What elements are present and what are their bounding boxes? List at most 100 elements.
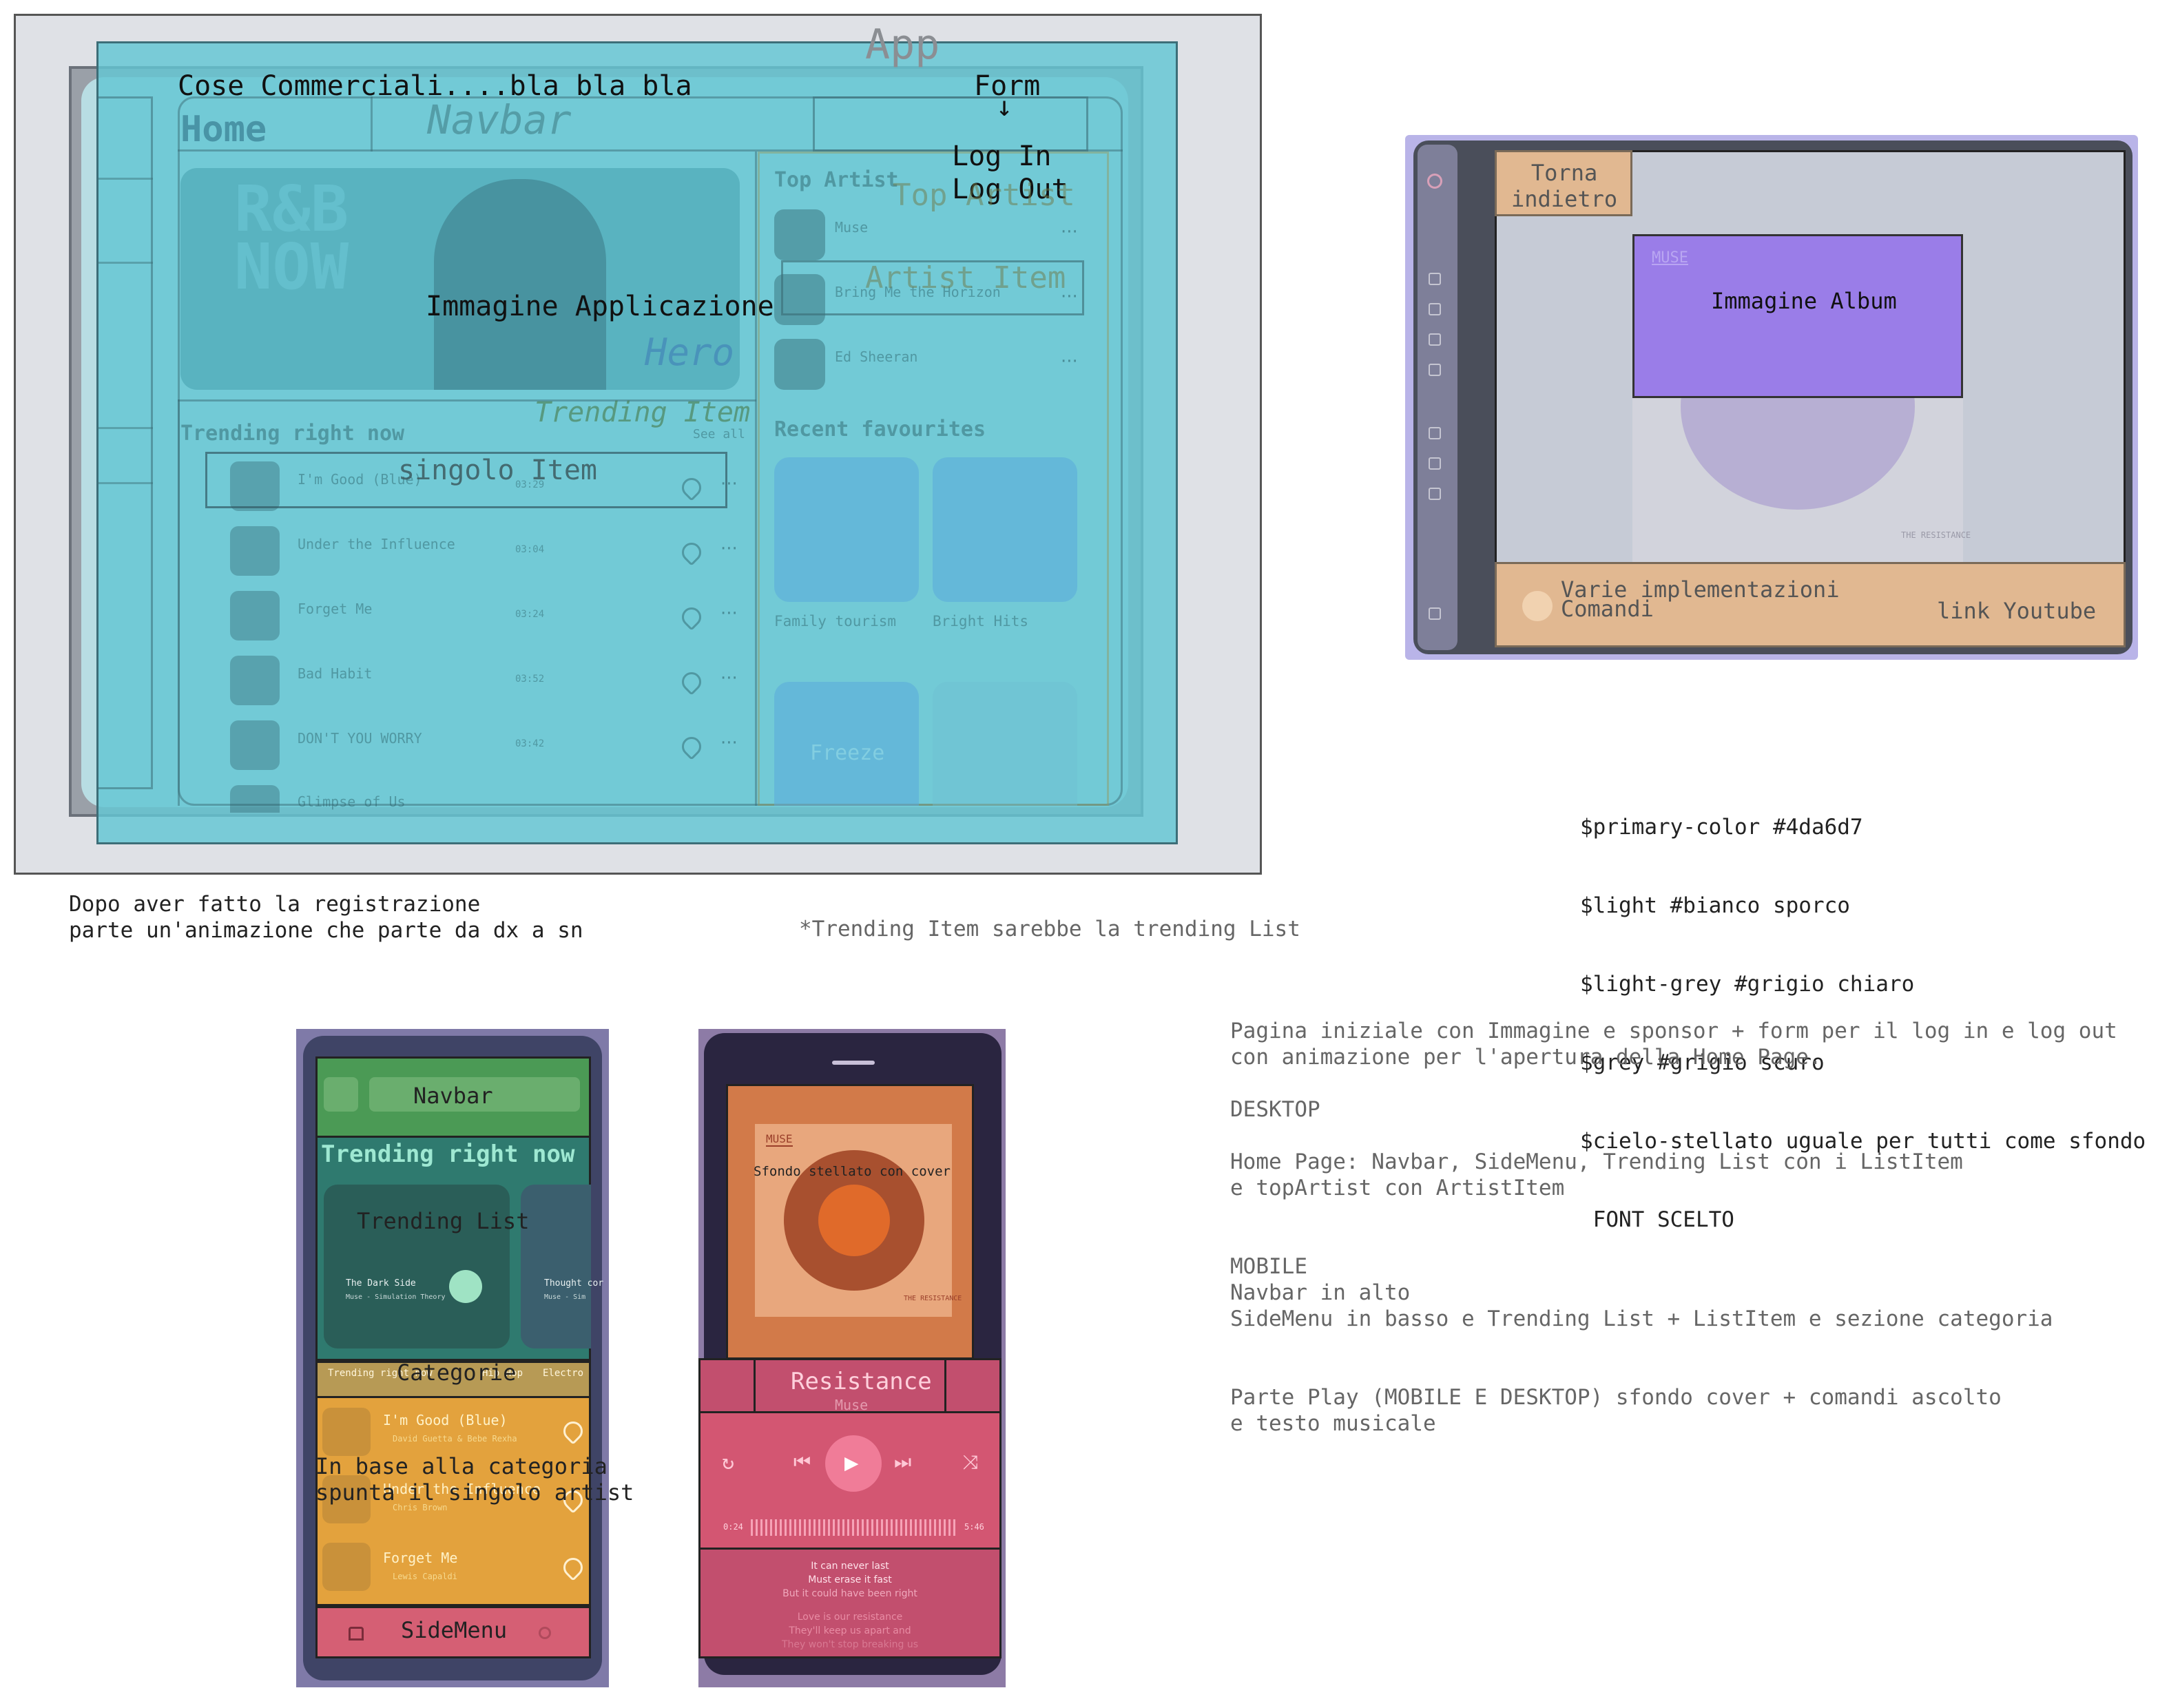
variable-line: FONT SCELTO (1580, 1207, 1734, 1232)
artist-thumb (774, 339, 825, 390)
repeat-icon[interactable]: ↻ (722, 1450, 735, 1475)
lyric-line: Love is our resistance (797, 1612, 903, 1623)
track-title: Bad Habit (298, 665, 373, 682)
record-icon[interactable] (1427, 174, 1442, 189)
link-youtube-label[interactable]: link Youtube (1937, 598, 2097, 624)
folder-icon[interactable] (1429, 488, 1441, 500)
recent-card[interactable] (933, 457, 1077, 602)
track-thumb (230, 720, 280, 770)
waveform-slider[interactable] (751, 1519, 957, 1536)
card-subtitle: Muse - Sim (544, 1293, 586, 1301)
form-label: Form (974, 70, 1041, 102)
track-title: Under the Influence (298, 536, 455, 552)
star-icon[interactable] (1429, 457, 1441, 470)
music-icon[interactable] (1429, 303, 1441, 315)
note-home-page: Home Page: Navbar, SideMenu, Trending Li… (1230, 1149, 1963, 1200)
card-subtitle: Muse - Simulation Theory (346, 1293, 446, 1301)
trending-left-border (178, 399, 180, 806)
user-icon[interactable] (539, 1627, 551, 1639)
varie-label: Varie implementazioni Comandi (1561, 576, 1840, 622)
sidebar-rail (96, 96, 153, 789)
see-all-link[interactable]: See all (693, 427, 745, 441)
play-button[interactable] (825, 1435, 882, 1492)
lyric-line: They'll keep us apart and (789, 1625, 911, 1636)
folder-icon[interactable] (1429, 333, 1441, 346)
login-label: Log In (952, 140, 1052, 172)
track-thumb (230, 461, 280, 511)
next-icon[interactable]: ⏭ (894, 1450, 912, 1473)
hero-portrait (434, 179, 606, 390)
song-title: Resistance (791, 1368, 932, 1395)
more-icon[interactable]: ··· (720, 668, 738, 689)
navbar-home-divider (371, 96, 373, 152)
artist-name: Muse (835, 219, 869, 236)
immagine-album-box (1632, 234, 1963, 398)
more-icon[interactable]: ··· (720, 733, 738, 753)
card-play-icon[interactable] (449, 1270, 482, 1303)
lyrics-frame (698, 1550, 1002, 1658)
note-mobile: MOBILE Navbar in alto SideMenu in basso … (1230, 1254, 2053, 1331)
muse-logo: MUSE (1652, 249, 1688, 267)
sponsor-label: Cose Commerciali....bla bla bla (178, 70, 692, 102)
more-icon[interactable]: ··· (1061, 222, 1078, 242)
track-thumb (230, 656, 280, 705)
category-chip[interactable]: Hip Hop (482, 1368, 523, 1379)
note-desktop: DESKTOP (1230, 1097, 1320, 1122)
heart-icon[interactable] (1429, 427, 1441, 439)
track-title: Forget Me (298, 601, 373, 617)
prev-icon[interactable]: ⏮ (793, 1450, 811, 1473)
variable-line: $light-grey #grigio chiaro (1580, 972, 1915, 997)
more-icon[interactable]: ··· (1061, 351, 1078, 372)
user-icon[interactable] (1429, 364, 1441, 376)
trending-card[interactable] (521, 1185, 591, 1348)
play-icon: ▶ (844, 1449, 859, 1477)
recent-card[interactable] (774, 682, 919, 806)
singolo-item-label: singolo Item (398, 455, 597, 486)
recent-card[interactable] (774, 457, 919, 602)
search-bar[interactable] (369, 1077, 580, 1112)
categorie-label: Categorie (397, 1360, 517, 1386)
freeze-label: Freeze (810, 741, 885, 765)
lyric-line (698, 1601, 1002, 1610)
trending-card[interactable] (324, 1185, 510, 1348)
home-icon[interactable] (1429, 273, 1441, 285)
note-trending: *Trending Item sarebbe la trending List (799, 917, 1300, 941)
trending-item-label: Trending Item (535, 397, 751, 428)
hero-image (180, 168, 740, 390)
category-chip[interactable]: Trending right now (328, 1368, 433, 1379)
artist-thumb (774, 209, 825, 260)
torna-label[interactable]: Torna indietro (1511, 160, 1618, 212)
recent-card[interactable] (933, 682, 1077, 806)
sfondo-label: Sfondo stellato con cover (754, 1164, 951, 1179)
top-artist-title: Top Artist (774, 168, 899, 192)
settings-icon[interactable] (1429, 607, 1441, 620)
track-title: Glimpse of Us (298, 793, 406, 810)
singolo-item-box (205, 452, 727, 508)
track-thumb (230, 785, 280, 813)
category-note: In base alla categoria spunta il singolo… (315, 1453, 634, 1506)
trending-section-border (178, 399, 756, 402)
drag-handle[interactable] (832, 1061, 875, 1065)
variable-line: $primary-color #4da6d7 (1580, 815, 1863, 840)
controls-box (1495, 562, 2126, 647)
more-icon[interactable]: ··· (1061, 287, 1078, 307)
more-icon[interactable]: ··· (720, 474, 738, 494)
category-bar (315, 1361, 591, 1398)
play-icon[interactable] (1522, 591, 1553, 621)
menu-icon[interactable] (324, 1077, 358, 1112)
mobile-trending-title: Trending right now (321, 1141, 575, 1168)
shuffle-icon[interactable]: ⤨ (963, 1450, 979, 1473)
home-label: Home (180, 109, 267, 150)
track-time: 03:42 (515, 738, 545, 749)
right-panel (758, 152, 1109, 806)
more-icon[interactable]: ··· (720, 539, 738, 559)
artist-item-label: Artist Item (865, 260, 1066, 295)
sidebar-divider (96, 427, 153, 429)
lyrics: It can never last Must erase it fast But… (698, 1559, 1002, 1652)
home-icon[interactable] (349, 1627, 364, 1641)
form-box (813, 96, 1088, 152)
more-icon[interactable]: ··· (720, 603, 738, 624)
track-time: 03:29 (515, 479, 545, 490)
category-chip[interactable]: Electro (543, 1368, 584, 1379)
trending-title: Trending right now (180, 421, 405, 446)
